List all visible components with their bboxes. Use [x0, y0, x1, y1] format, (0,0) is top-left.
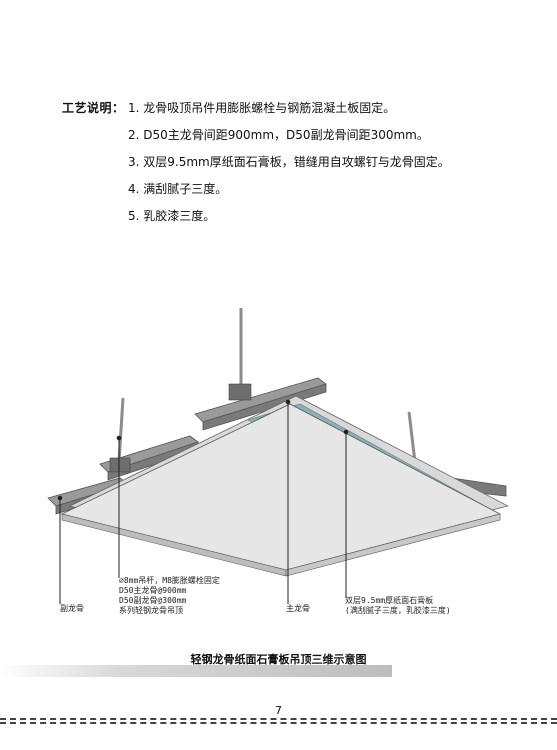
- hanger-clips: [109, 383, 252, 473]
- ceiling-3d-drawing: [47, 308, 510, 604]
- hanger-clip: [228, 383, 252, 401]
- callout-board: 双层9.5mm厚纸面石膏板 (满刮腻子三度，乳胶漆三度): [345, 596, 451, 616]
- note-item: 5. 乳胶漆三度。: [128, 209, 216, 223]
- figure-caption: 轻钢龙骨纸面石膏板吊顶三维示意图: [190, 653, 367, 666]
- note-item: 2. D50主龙骨间距900mm，D50副龙骨间距300mm。: [128, 128, 429, 142]
- callout-main-keel: 主龙骨: [286, 604, 310, 613]
- note-item: 3. 双层9.5mm厚纸面石膏板，错缝用自攻螺钉与龙骨固定。: [128, 155, 450, 169]
- callout-line: 双层9.5mm厚纸面石膏板: [345, 596, 434, 605]
- callout-line: D50主龙骨@900mm: [119, 586, 187, 595]
- footer-divider: [0, 718, 557, 720]
- hanger-rod: [407, 411, 417, 463]
- callout-hanger: ⌀8mm吊杆，M8膨胀螺栓固定 D50主龙骨@900mm D50副龙骨@300m…: [119, 576, 220, 616]
- caption-gradient-bar: [0, 665, 392, 677]
- notes-label: 工艺说明：: [62, 101, 125, 115]
- callout-line: D50副龙骨@300mm: [119, 596, 187, 605]
- gypsum-board: [60, 395, 510, 577]
- main-keel: [202, 383, 327, 431]
- hanger-rod: [117, 397, 125, 463]
- board-right-edge: [285, 513, 501, 577]
- leader-lines: [57, 399, 349, 604]
- callout-sub-keel: 副龙骨: [60, 604, 84, 613]
- note-item: 1. 龙骨吸顶吊件用膨胀螺栓与钢筋混凝土板固定。: [128, 101, 396, 115]
- page-number: 7: [275, 704, 282, 717]
- callout-line: (满刮腻子三度，乳胶漆三度): [345, 606, 451, 615]
- hanger-clip: [109, 457, 131, 473]
- callout-line: ⌀8mm吊杆，M8膨胀螺栓固定: [119, 576, 220, 585]
- note-item: 4. 满刮腻子三度。: [128, 182, 228, 196]
- callout-line: 系列轻钢龙骨吊顶: [119, 606, 183, 615]
- footer-divider: [0, 722, 557, 724]
- board-lower-layer: [60, 403, 502, 571]
- hanger-rods: [117, 308, 417, 463]
